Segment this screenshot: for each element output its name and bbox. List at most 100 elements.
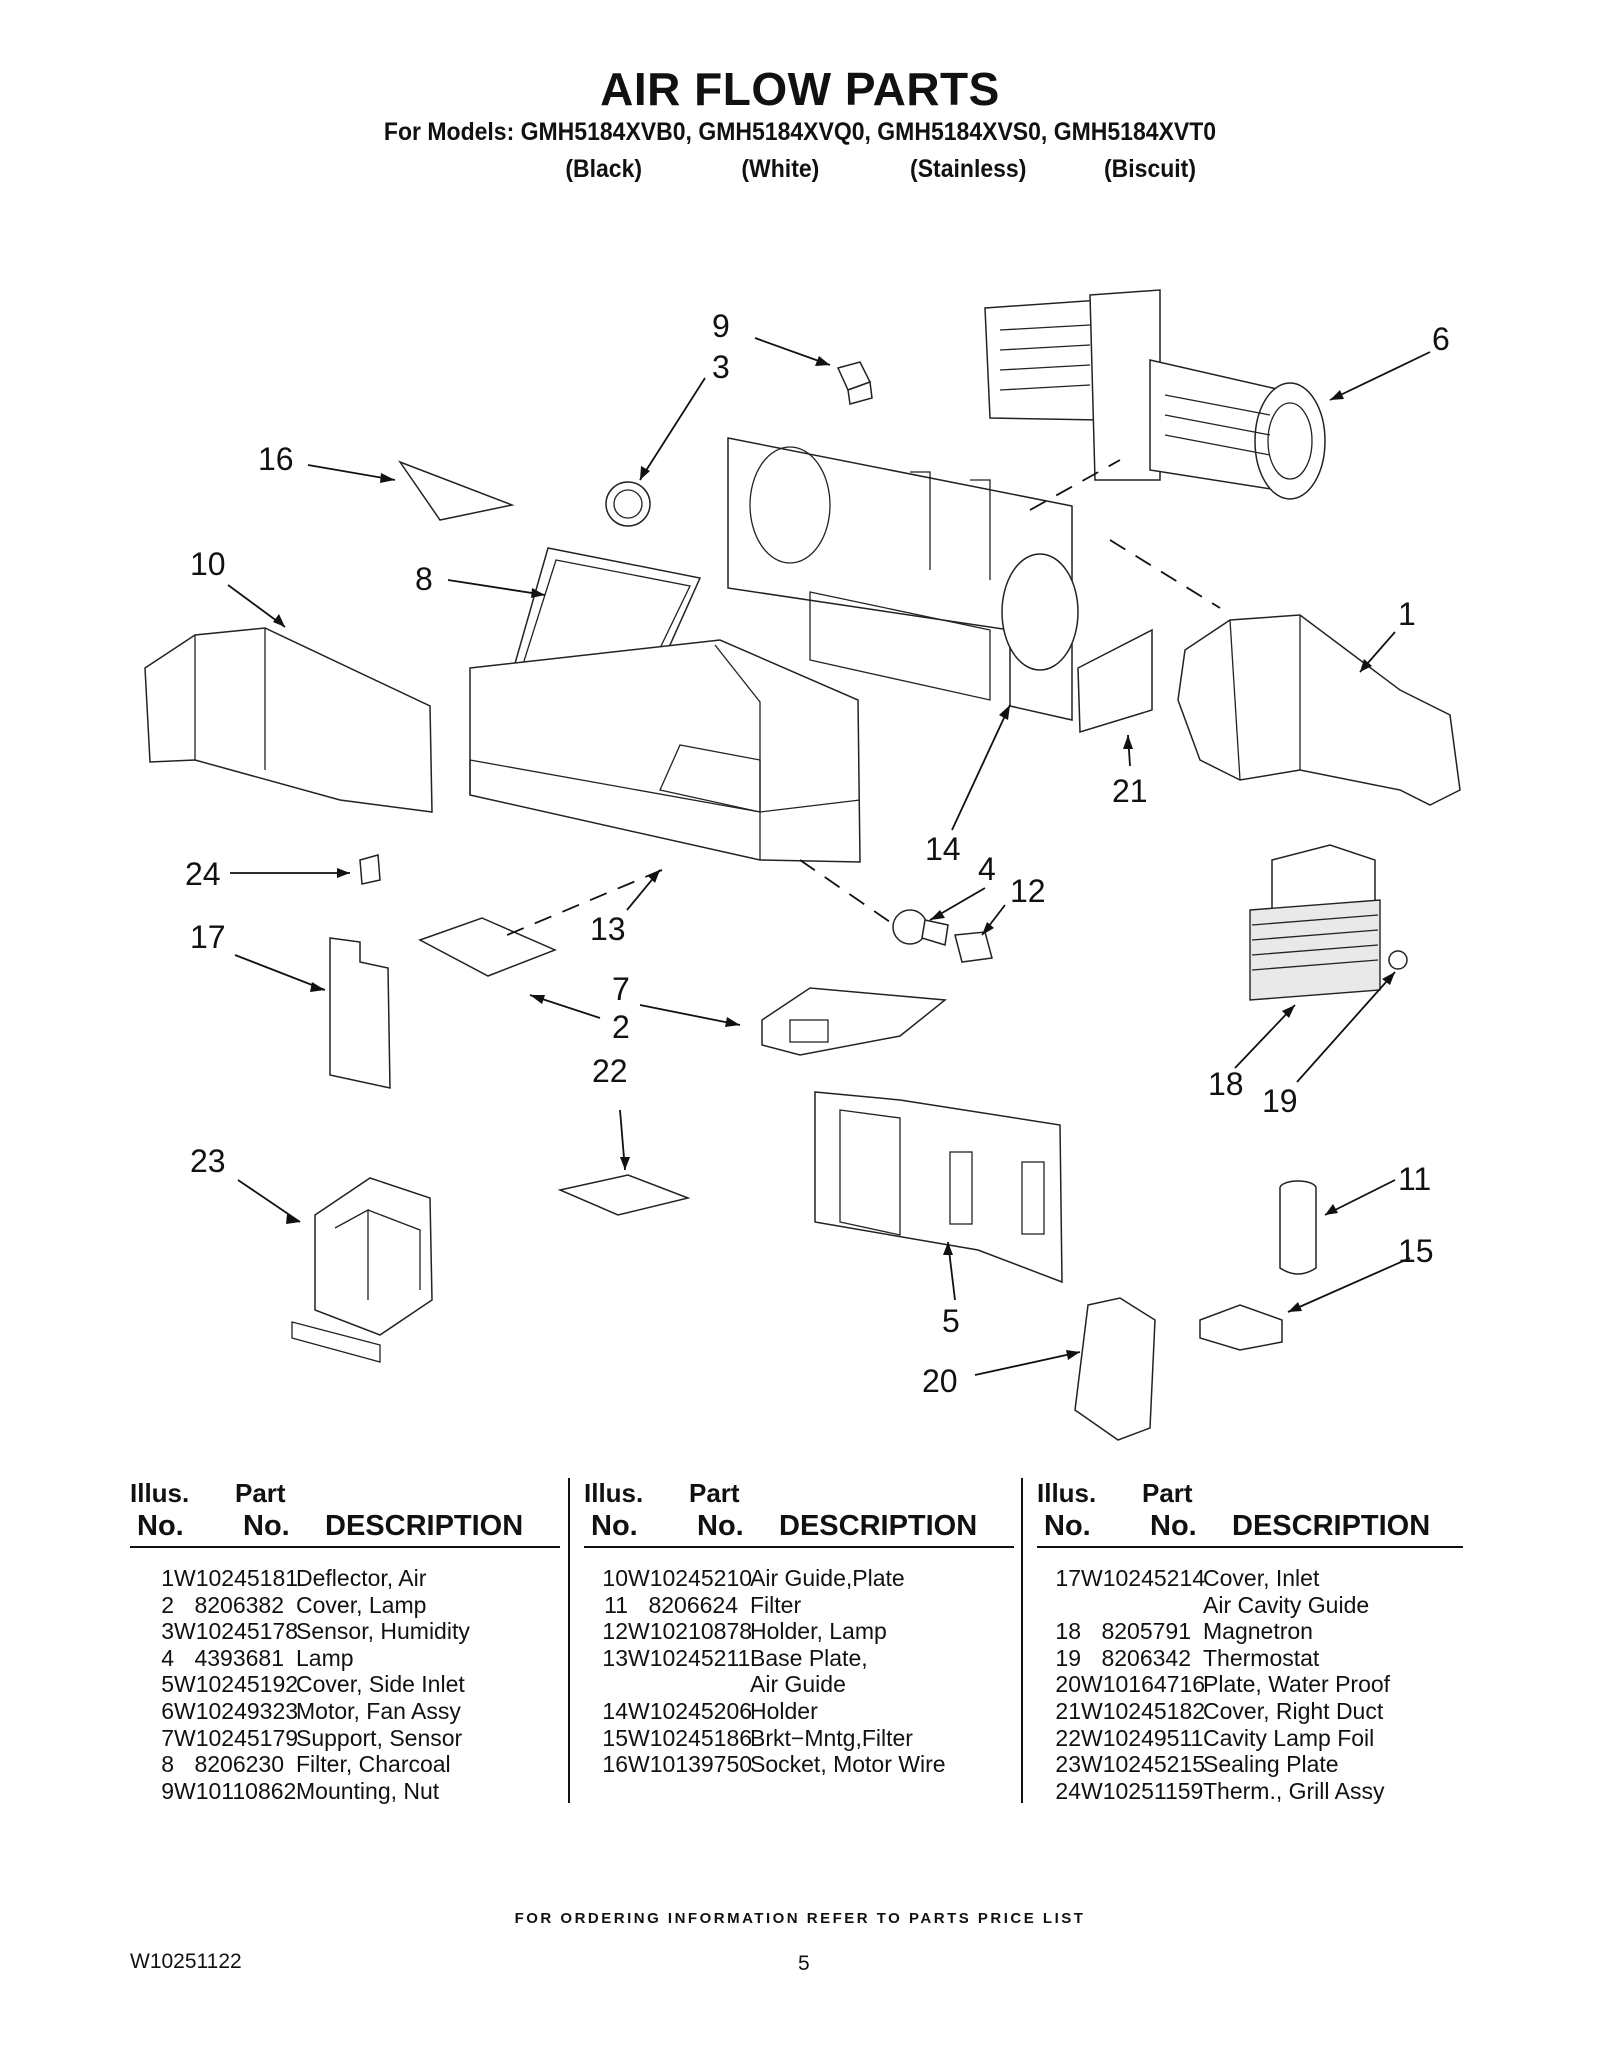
illus-number: 15 — [602, 1724, 628, 1751]
illus-number: 24 — [1055, 1777, 1081, 1804]
column-divider — [1021, 1478, 1023, 1803]
part-number: W10245206 — [628, 1698, 753, 1724]
header-illus-no: No. — [137, 1510, 184, 1542]
part-number: W10245215 — [1081, 1751, 1206, 1778]
part-number: 8205791 — [1101, 1618, 1191, 1645]
part-socket-motor-wire — [398, 460, 515, 521]
color-stainless: (Stainless) — [910, 155, 1027, 183]
illus-number: 19 — [1055, 1644, 1081, 1671]
illus-number: 23 — [1055, 1751, 1081, 1778]
part-bracket-filter — [1199, 1304, 1283, 1351]
part-description: Holder, Lamp — [750, 1618, 887, 1645]
part-number: 8206382 — [194, 1591, 284, 1618]
illus-number: 8 — [161, 1751, 174, 1778]
part-cover-inlet — [329, 937, 391, 1089]
illus-number: 3 — [161, 1618, 174, 1645]
header-description: DESCRIPTION — [325, 1510, 524, 1542]
part-number: 4393681 — [194, 1644, 284, 1671]
part-fan-motor — [984, 289, 1326, 500]
part-description: Base Plate, — [750, 1644, 868, 1671]
part-description: Magnetron — [1203, 1618, 1313, 1645]
part-description: Sensor, Humidity — [296, 1618, 470, 1645]
part-description: Motor, Fan Assy — [296, 1698, 461, 1724]
part-therm-grill — [359, 854, 381, 885]
callout-19: 19 — [1262, 1083, 1298, 1119]
illus-number: 16 — [602, 1751, 628, 1778]
part-description: Therm., Grill Assy — [1203, 1777, 1385, 1804]
callout-23: 23 — [190, 1143, 226, 1179]
part-description: Brkt−Mntg,Filter — [750, 1724, 913, 1751]
part-number: W10210878 — [628, 1618, 753, 1645]
callout-2: 2 — [612, 1009, 630, 1045]
part-description: Cover, Lamp — [296, 1591, 427, 1618]
part-filter-11 — [1279, 1180, 1317, 1275]
part-description: Filter, Charcoal — [296, 1751, 451, 1778]
table-row: Air Guide — [584, 1671, 1014, 1697]
part-description: Holder — [750, 1698, 818, 1724]
callout-17: 17 — [190, 919, 226, 955]
callout-10: 10 — [190, 546, 226, 582]
callout-9: 9 — [712, 308, 730, 344]
header-rule — [1037, 1546, 1463, 1548]
part-sealing-plate — [291, 1177, 433, 1363]
arrowheads — [273, 356, 1395, 1360]
table-row: Air Cavity Guide — [1037, 1592, 1467, 1618]
callout-18: 18 — [1208, 1066, 1244, 1102]
part-right-duct-cover — [1077, 628, 1153, 734]
part-description: Cover, Inlet — [1203, 1565, 1320, 1591]
ordering-note: FOR ORDERING INFORMATION REFER TO PARTS … — [514, 1910, 1086, 1927]
header-illus-no: No. — [1044, 1510, 1091, 1542]
page-title: AIR FLOW PARTS — [600, 63, 1000, 115]
header-illus: Illus. — [130, 1478, 190, 1508]
illus-number: 13 — [602, 1644, 628, 1671]
header-illus: Illus. — [584, 1478, 644, 1508]
callout-3: 3 — [712, 349, 730, 385]
illus-number: 5 — [161, 1671, 174, 1698]
header-part-no: No. — [1150, 1510, 1197, 1542]
header-part: Part — [689, 1478, 740, 1508]
callout-11: 11 — [1398, 1161, 1431, 1197]
part-number: 8206230 — [194, 1751, 284, 1778]
exploded-parts-diagram: 9 3 6 16 10 8 1 21 14 4 12 24 17 13 7 2 … — [144, 289, 1461, 1441]
part-number: W10245211 — [628, 1644, 751, 1671]
header-illus: Illus. — [1037, 1478, 1097, 1508]
callout-13: 13 — [590, 911, 626, 947]
callout-22: 22 — [592, 1053, 628, 1089]
illus-number: 21 — [1055, 1698, 1081, 1724]
illus-number: 9 — [161, 1777, 174, 1804]
table-row: 8 8206230 Filter, Charcoal — [130, 1751, 560, 1777]
callout-21: 21 — [1112, 773, 1148, 809]
part-description: Socket, Motor Wire — [750, 1751, 946, 1778]
part-number: W10245186 — [628, 1724, 753, 1751]
part-description: Air Cavity Guide — [1203, 1591, 1370, 1618]
callout-8: 8 — [415, 561, 433, 597]
part-cavity-lamp-foil — [557, 1174, 691, 1216]
illus-number: 17 — [1055, 1565, 1081, 1591]
illus-number: 14 — [602, 1698, 628, 1724]
part-air-guide-plate — [144, 627, 433, 813]
illus-number: 7 — [161, 1724, 174, 1751]
part-lamp-holder — [954, 931, 993, 963]
part-number: W10245210 — [628, 1565, 753, 1591]
part-description: Cover, Right Duct — [1203, 1698, 1384, 1724]
part-thermostat — [1388, 950, 1408, 970]
header-part-no: No. — [697, 1510, 744, 1542]
part-number: W10245182 — [1081, 1698, 1206, 1724]
part-base-plate — [469, 639, 861, 863]
color-black: (Black) — [565, 155, 643, 183]
part-description: Deflector, Air — [296, 1565, 427, 1591]
part-deflector-air — [1177, 614, 1461, 806]
part-number: W10249323 — [174, 1698, 299, 1724]
part-description: Mounting, Nut — [296, 1777, 440, 1804]
